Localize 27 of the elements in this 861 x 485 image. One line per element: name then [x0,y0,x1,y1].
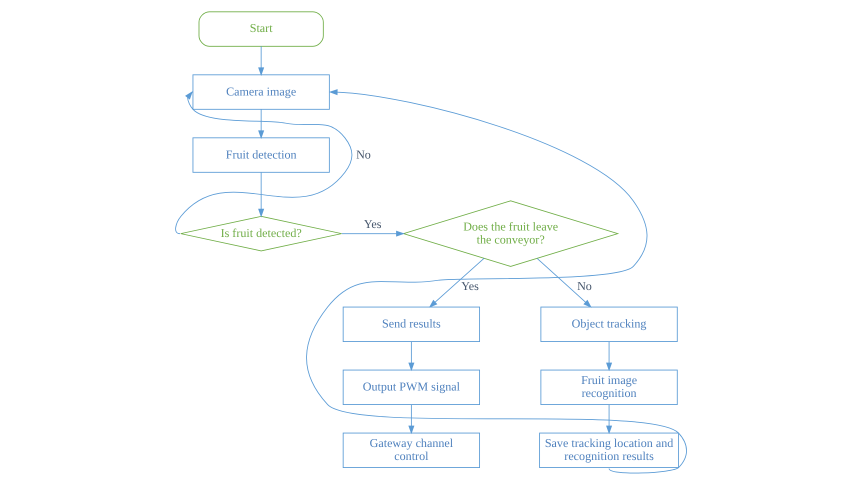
node-box: Gateway channel control [342,432,480,468]
arrow [258,46,264,76]
edge-label: Yes [363,216,381,231]
node-diamond: Does the fruit leave the conveyor? [402,200,619,267]
arrow [306,89,686,474]
node-diamond: Is fruit detected? [180,216,342,252]
node-box: Fruit image recognition [540,370,678,406]
node-box: Object tracking [540,306,678,342]
arrow [536,258,592,308]
edge-label: No [356,147,370,162]
node-box: Save tracking location and recognition results [538,432,679,468]
edge-label: Yes [460,278,478,293]
arrow [258,108,264,140]
arrow [408,404,414,434]
arrow [408,341,414,372]
node-box: Camera image [192,74,330,110]
arrow [428,258,484,308]
node-box: Start [198,11,324,47]
node-box: Output PWM signal [342,370,480,406]
arrow [606,341,612,372]
node-box: Send results [342,306,480,342]
arrow [258,172,264,218]
arrow [340,230,404,237]
arrow [174,91,352,234]
edge-label: No [576,278,592,293]
arrow [606,404,612,434]
node-box: Fruit detection [192,137,330,173]
